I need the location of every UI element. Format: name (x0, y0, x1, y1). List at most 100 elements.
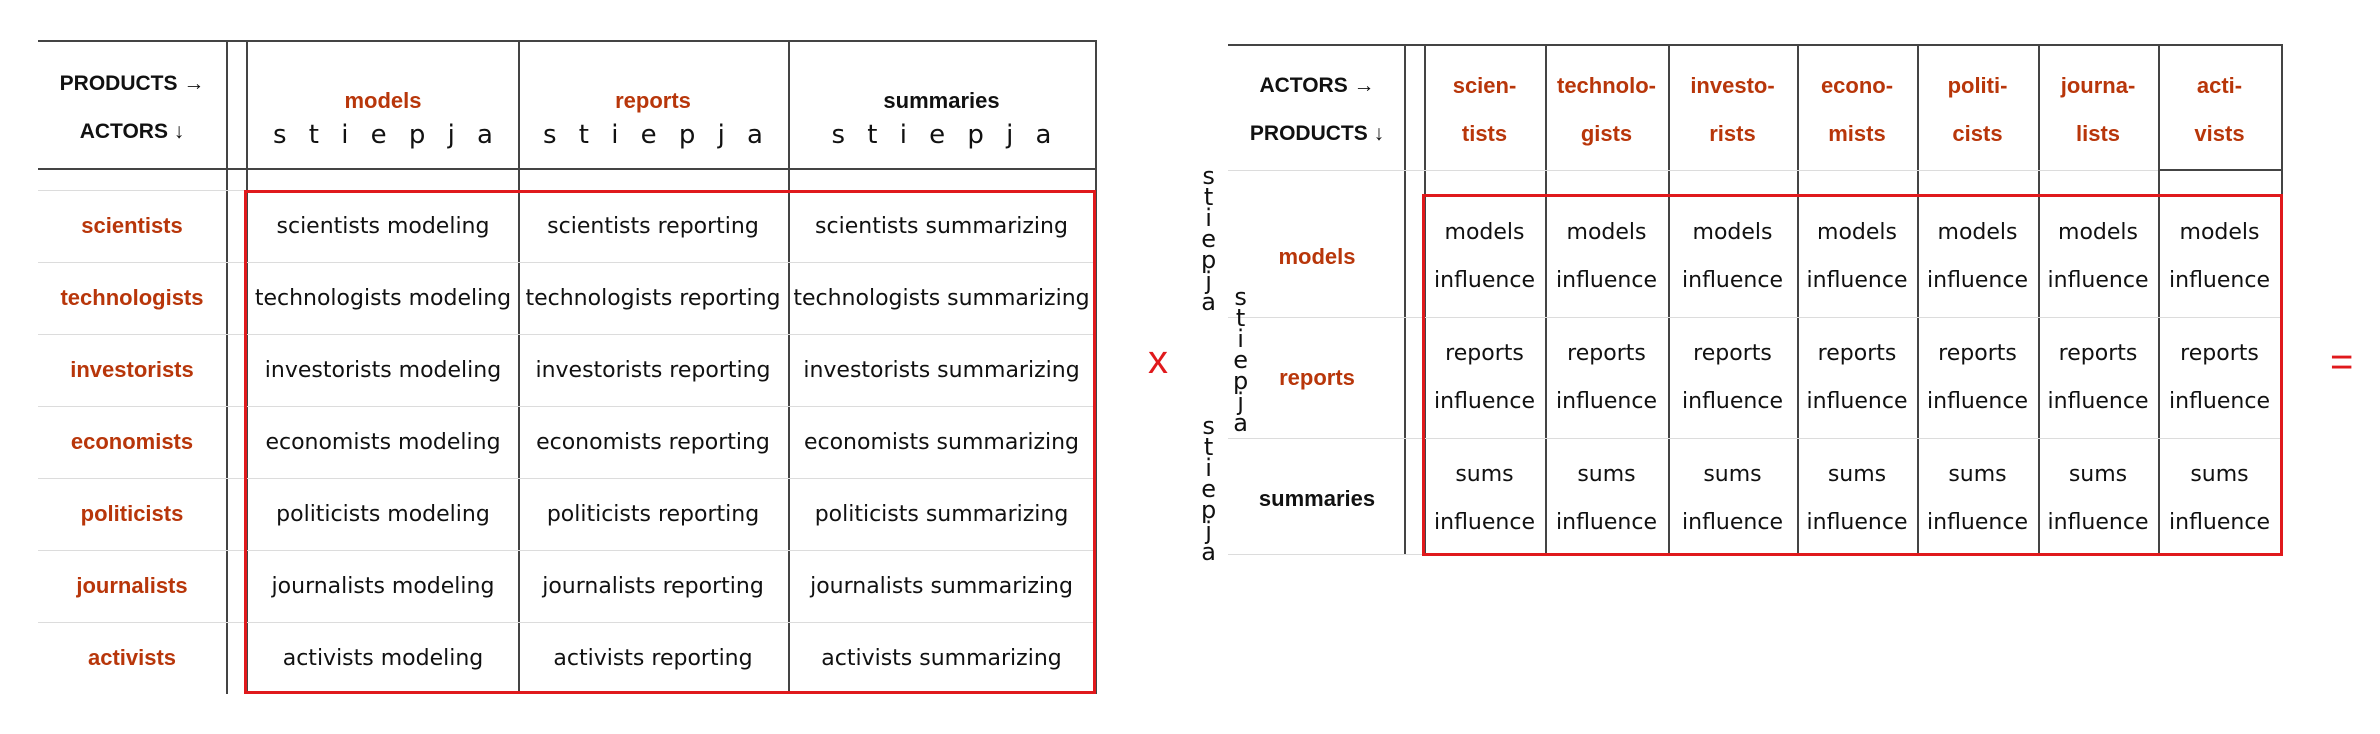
letter: e (1201, 225, 1216, 253)
left-column-label: models (344, 88, 422, 113)
left-row-line (38, 478, 1095, 479)
right-column-bottom: lists (2075, 121, 2121, 146)
letter: t (308, 120, 319, 150)
letter: i (341, 120, 349, 150)
left-cell: activists summarizing (821, 645, 1062, 671)
right-cell-line1: reports (1817, 340, 1897, 366)
right-cell-line1: reports (2180, 340, 2259, 366)
left-cell: journalists summarizing (810, 573, 1073, 599)
right-column-header: journa-lists (2038, 62, 2158, 158)
letter: s (543, 120, 557, 150)
left-row-actor: activists (87, 645, 177, 670)
left-row-actor: economists (70, 429, 194, 454)
right-cell-line2: influence (2169, 267, 2270, 293)
right-cell-line2: influence (1434, 267, 1535, 293)
right-column-top: econo- (1820, 73, 1894, 98)
right-column-header: investo-rists (1668, 62, 1797, 158)
right-cell-line1: reports (1567, 340, 1646, 366)
left-head-bottom (38, 168, 1095, 170)
left-row-actor: journalists (76, 573, 188, 598)
left-cell: technologists reporting (525, 285, 781, 311)
right-column-bottom: mists (1828, 121, 1886, 146)
right-cell: sums influence (1545, 438, 1668, 559)
right-column-top: acti- (2196, 73, 2243, 98)
right-cell: sums influence (1424, 438, 1545, 559)
right-col-line (2038, 44, 2040, 554)
left-cell: scientists modeling (276, 213, 490, 239)
right-cell-line2: influence (1556, 509, 1657, 535)
right-column-header: politi-cists (1917, 62, 2038, 158)
right-column-top: politi- (1947, 73, 2008, 98)
right-cell-line2: influence (2047, 509, 2149, 535)
letter: j (447, 120, 455, 150)
equals-symbol: = (2330, 340, 2354, 384)
letter: e (1201, 475, 1216, 503)
right-row-line (1228, 317, 2281, 318)
right-row-product: models (1278, 243, 1356, 269)
letter: t (1235, 304, 1246, 332)
times-symbol: x (1148, 338, 1168, 382)
letter: s (831, 120, 846, 150)
letter: t (1203, 183, 1214, 211)
letter: s (1234, 283, 1247, 311)
letter: a (1233, 409, 1248, 437)
letter: i (1237, 325, 1244, 353)
right-cell-line2: influence (1434, 509, 1535, 535)
left-corner-bottom: ACTORS ↓ (79, 120, 185, 143)
letter: p (1233, 367, 1249, 395)
left-cell: journalists reporting (542, 573, 764, 599)
right-cell-line2: influence (2047, 388, 2149, 414)
letter: j (1205, 517, 1212, 545)
right-row-product: summaries (1258, 485, 1376, 511)
right-column-bottom: rists (1709, 121, 1756, 146)
right-cell-line2: influence (2047, 267, 2149, 293)
right-cell-line1: sums (1827, 461, 1887, 487)
right-cell-line1: sums (1577, 461, 1636, 487)
right-cell-line1: models (1937, 219, 2018, 245)
left-highlight-box (244, 190, 1096, 694)
right-cell-line2: influence (1806, 267, 1908, 293)
right-cell-line1: sums (1948, 461, 2007, 487)
left-col-line (518, 40, 520, 694)
right-col-line (1797, 44, 1799, 554)
right-cell-line2: influence (1927, 267, 2028, 293)
right-cell-line2: influence (1434, 388, 1535, 414)
right-corner: ACTORS →PRODUCTS ↓ (1228, 62, 1406, 158)
right-cell-line1: sums (1455, 461, 1514, 487)
right-column-top: journa- (2060, 73, 2136, 98)
left-column-label: summaries (883, 88, 1000, 113)
left-cell: scientists reporting (547, 213, 759, 239)
left-row-line (38, 262, 1095, 263)
letter: j (1205, 267, 1212, 295)
left-cell: politicists modeling (276, 501, 490, 527)
letter: e (929, 120, 946, 150)
letter: i (611, 120, 619, 150)
left-top-border (38, 40, 1095, 42)
right-column-bottom: cists (1952, 121, 2003, 146)
letter: p (678, 120, 696, 150)
letter: a (1035, 120, 1052, 150)
letter: p (967, 120, 984, 150)
right-col-line (1545, 44, 1547, 554)
letter: e (1233, 346, 1248, 374)
letter: i (1205, 454, 1212, 482)
left-divider-a (226, 40, 228, 694)
right-column-bottom: tists (1461, 121, 1508, 146)
letter: t (578, 120, 589, 150)
